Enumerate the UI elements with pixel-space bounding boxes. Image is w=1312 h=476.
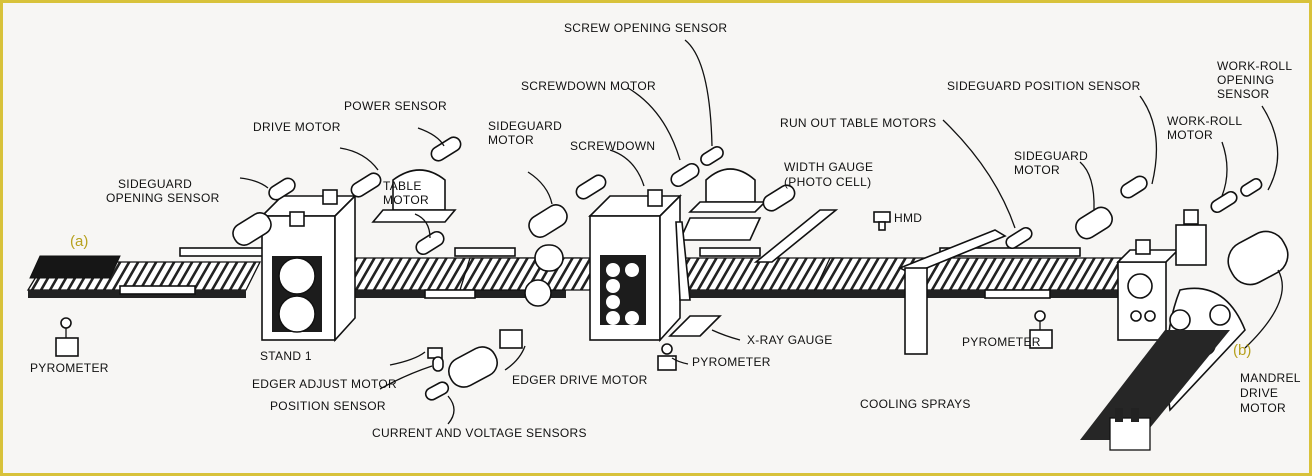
label-mandrel-drive-motor-3: MOTOR [1240,401,1286,415]
label-table-motor-2: MOTOR [383,193,429,207]
width-gauge [756,210,836,262]
label-screwdown: SCREWDOWN [570,139,655,153]
label-work-roll-opening-sensor-3: SENSOR [1217,87,1270,101]
entry-slab [30,256,120,278]
label-screw-opening-sensor: SCREW OPENING SENSOR [564,21,727,35]
power-sensor-cylinder [429,135,464,164]
label-cooling-sprays: COOLING SPRAYS [860,397,971,411]
stand-1 [262,190,355,340]
hmd-block [874,212,890,230]
label-width-gauge-2: (PHOTO CELL) [784,175,871,189]
label-width-gauge-1: WIDTH GAUGE [784,160,873,174]
label-sideguard-motor-right-2: MOTOR [1014,163,1060,177]
label-sideguard-motor-mid-1: SIDEGUARD [488,119,562,133]
label-drive-motor: DRIVE MOTOR [253,120,341,134]
label-sideguard-opening-sensor-1: SIDEGUARD [118,177,192,191]
label-edger-adjust-motor: EDGER ADJUST MOTOR [252,377,397,391]
label-position-sensor: POSITION SENSOR [270,399,386,413]
label-work-roll-motor-1: WORK-ROLL [1167,114,1242,128]
label-edger-drive-motor: EDGER DRIVE MOTOR [512,373,648,387]
label-screwdown-motor: SCREWDOWN MOTOR [521,79,656,93]
run-out-motor [1004,225,1034,250]
mandrel-drive-motor [1221,224,1295,291]
pyrometer-left-symbol [56,318,78,356]
marker-a: (a) [70,233,88,250]
label-work-roll-opening-sensor-1: WORK-ROLL [1217,59,1292,73]
marker-b: (b) [1233,342,1251,359]
label-work-roll-motor-2: MOTOR [1167,128,1213,142]
screwdown-motor [669,145,765,212]
label-pyrometer-left: PYROMETER [30,361,109,375]
label-power-sensor: POWER SENSOR [344,99,447,113]
label-sideguard-position-sensor: SIDEGUARD POSITION SENSOR [947,79,1141,93]
label-work-roll-opening-sensor-2: OPENING [1217,73,1274,87]
run-out-table [815,258,1140,298]
label-run-out-table-motors: RUN OUT TABLE MOTORS [780,116,936,130]
label-hmd: HMD [894,211,922,225]
label-x-ray-gauge: X-RAY GAUGE [747,333,833,347]
sideguard-motor-right [1072,174,1150,243]
label-pyrometer-mid: PYROMETER [692,355,771,369]
label-stand-1: STAND 1 [260,349,312,363]
label-table-motor-1: TABLE [383,179,422,193]
label-sideguard-motor-mid-2: MOTOR [488,133,534,147]
label-sideguard-opening-sensor-2: OPENING SENSOR [106,191,220,205]
label-pyrometer-right: PYROMETER [962,335,1041,349]
label-mandrel-drive-motor-2: DRIVE [1240,386,1278,400]
label-sideguard-motor-right-1: SIDEGUARD [1014,149,1088,163]
work-roll-motor [1209,177,1264,215]
label-current-voltage-sensors: CURRENT AND VOLTAGE SENSORS [372,426,587,440]
stand-2 [590,190,680,340]
pyrometer-mid-symbol [658,344,676,370]
label-mandrel-drive-motor-1: MANDREL [1240,371,1301,385]
coiler [1080,210,1245,450]
